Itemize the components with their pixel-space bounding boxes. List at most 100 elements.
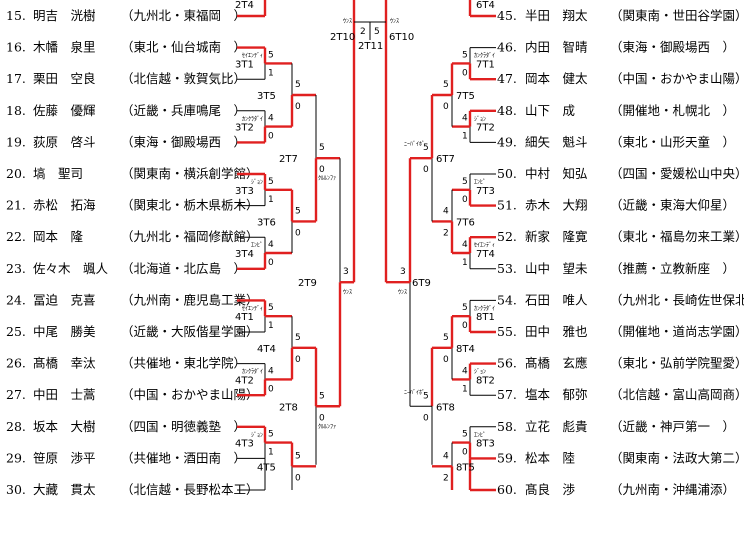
match-code-center: 2T10 xyxy=(330,32,355,43)
match-code-right: 7T3 xyxy=(476,186,495,197)
technique-label-right: ｶﾝｸﾗﾀﾞｲ xyxy=(474,53,495,60)
right-player-team: （東北・福島勿来工業） xyxy=(610,229,744,244)
match-code-right: 7T2 xyxy=(476,123,495,134)
technique-label-left: ｸﾙﾙﾝﾌｧ xyxy=(318,423,336,430)
right-player-name: 岡本 健太 xyxy=(525,71,588,86)
left-player-name: 塙 聖司 xyxy=(33,166,83,181)
score-left: 5 xyxy=(268,430,274,440)
right-player-name: 山中 望未 xyxy=(525,261,588,276)
right-player-number: 55. xyxy=(497,324,517,339)
left-player-team: （近畿・大阪偕星学園） xyxy=(121,324,259,339)
technique-label-left: ｼﾞｮﾝ xyxy=(251,432,263,439)
score-right: 0 xyxy=(462,321,468,331)
right-player-team: （東海・御殿場西 ） xyxy=(610,40,735,55)
right-player-team: （東北・弘前学院聖愛） xyxy=(610,356,744,371)
score-right: 0 xyxy=(423,413,429,423)
right-player-name: 中村 知弘 xyxy=(525,166,588,181)
match-code-left: 2T8 xyxy=(279,402,298,413)
match-code-right: 6T9 xyxy=(412,278,431,289)
left-player-team: （北信越・敦賀気比） xyxy=(121,71,246,86)
technique-label-left: ｸﾙﾙﾝﾌｧ xyxy=(318,175,336,182)
left-player-name: 明吉 洸樹 xyxy=(33,8,96,23)
score-right: 4 xyxy=(462,240,468,250)
right-player-number: 47. xyxy=(497,71,517,86)
right-player-name: 塩本 郁弥 xyxy=(525,387,588,402)
score-right: 1 xyxy=(462,384,468,394)
left-player-name: 栗田 空良 xyxy=(33,71,96,86)
match-code-right: 8T5 xyxy=(456,462,475,473)
left-player-number: 27. xyxy=(6,387,26,402)
score-left: 5 xyxy=(295,206,301,216)
right-player-team: （近畿・東海大仰星） xyxy=(610,198,735,213)
left-player-team: （関東南・横浜創学館） xyxy=(121,166,259,181)
right-player-team: （開催地・札幌北 ） xyxy=(610,103,735,118)
score-left: 5 xyxy=(268,303,274,313)
right-player-number: 59. xyxy=(497,450,517,465)
score-left: 1 xyxy=(268,68,274,78)
technique-label-left: ｼﾞｮﾝ xyxy=(251,179,263,186)
right-player-number: 60. xyxy=(497,482,517,497)
left-player-number: 24. xyxy=(6,292,26,307)
score-center: 5 xyxy=(374,27,380,37)
match-code-right: 6T8 xyxy=(436,402,455,413)
match-code-left: 4T2 xyxy=(235,375,254,386)
right-player-name: 石田 唯人 xyxy=(525,292,588,307)
score-right: 4 xyxy=(462,114,468,124)
left-player-name: 佐藤 優輝 xyxy=(33,103,96,118)
right-player-number: 56. xyxy=(497,356,517,371)
right-player-team: （関東南・法政大第二） xyxy=(610,450,744,465)
right-player-name: 赤木 大翔 xyxy=(525,198,588,213)
left-player-team: （北信越・長野松本工） xyxy=(121,482,259,497)
match-code-left: 3T1 xyxy=(235,59,254,70)
match-code-right: 8T3 xyxy=(476,439,495,450)
right-player-number: 58. xyxy=(497,419,517,434)
left-player-name: 中尾 勝美 xyxy=(33,324,96,339)
left-player-number: 22. xyxy=(6,229,26,244)
score-left: 0 xyxy=(268,258,274,268)
right-player-name: 田中 雅也 xyxy=(525,324,588,339)
technique-label-right: ｶﾝｸﾗﾀﾞｲ xyxy=(474,305,495,312)
right-player-team: （推薦・立教新座 ） xyxy=(610,261,735,276)
score-left: 0 xyxy=(295,473,301,483)
match-code-left: 3T3 xyxy=(235,186,254,197)
match-code-left: 3T6 xyxy=(257,217,276,228)
left-player-name: 中田 士蒿 xyxy=(33,387,96,402)
left-player-number: 23. xyxy=(6,261,26,276)
left-player-number: 26. xyxy=(6,356,26,371)
left-player-name: 冨迫 克喜 xyxy=(33,292,96,307)
left-player-number: 29. xyxy=(6,450,26,465)
score-left: 0 xyxy=(295,355,301,365)
score-right: 5 xyxy=(423,391,429,401)
right-player-team: （九州南・沖縄浦添） xyxy=(610,482,735,497)
right-player-team: （北信越・富山高岡商） xyxy=(610,387,744,402)
score-right: 5 xyxy=(443,333,449,343)
left-player-number: 16. xyxy=(6,40,26,55)
technique-label-left: ｶﾝｸﾗﾀﾞｲ xyxy=(242,369,263,376)
right-player-name: 山下 成 xyxy=(525,103,575,118)
match-code-right: 6T4 xyxy=(476,0,495,11)
score-right: 2 xyxy=(443,473,449,483)
left-player-team: （近畿・兵庫鳴尾 ） xyxy=(121,103,246,118)
left-player-number: 19. xyxy=(6,134,26,149)
technique-label-left: ｳﾝｽ xyxy=(343,289,352,296)
left-player-name: 岡本 隆 xyxy=(33,229,84,244)
match-code-left: 2T4 xyxy=(235,0,254,11)
score-right: 5 xyxy=(462,430,468,440)
technique-label-right: ｾｲｴﾝﾃﾞｨ xyxy=(474,242,495,249)
right-player-number: 52. xyxy=(497,229,517,244)
technique-label-right: ｴﾝﾋﾟ xyxy=(474,179,486,186)
score-right: 0 xyxy=(423,165,429,175)
match-code-left: 2T9 xyxy=(298,278,317,289)
right-player-number: 50. xyxy=(497,166,517,181)
right-player-team: （近畿・神戸第一 ） xyxy=(610,419,735,434)
right-player-number: 53. xyxy=(497,261,517,276)
left-player-number: 20. xyxy=(6,166,26,181)
technique-label-left: ｾｲｴﾝﾃﾞｨ xyxy=(242,53,263,60)
match-code-left: 3T4 xyxy=(235,249,254,260)
match-code-right: 7T5 xyxy=(456,91,475,102)
technique-label-right: ｼﾞｮﾝ xyxy=(474,116,486,123)
right-player-number: 45. xyxy=(497,8,517,23)
technique-label-left: ｶﾝｸﾗﾀﾞｲ xyxy=(242,116,263,123)
match-code-right: 6T7 xyxy=(436,154,455,165)
technique-label-right: ﾆｰﾊﾞｲﾎﾟ xyxy=(404,389,425,396)
